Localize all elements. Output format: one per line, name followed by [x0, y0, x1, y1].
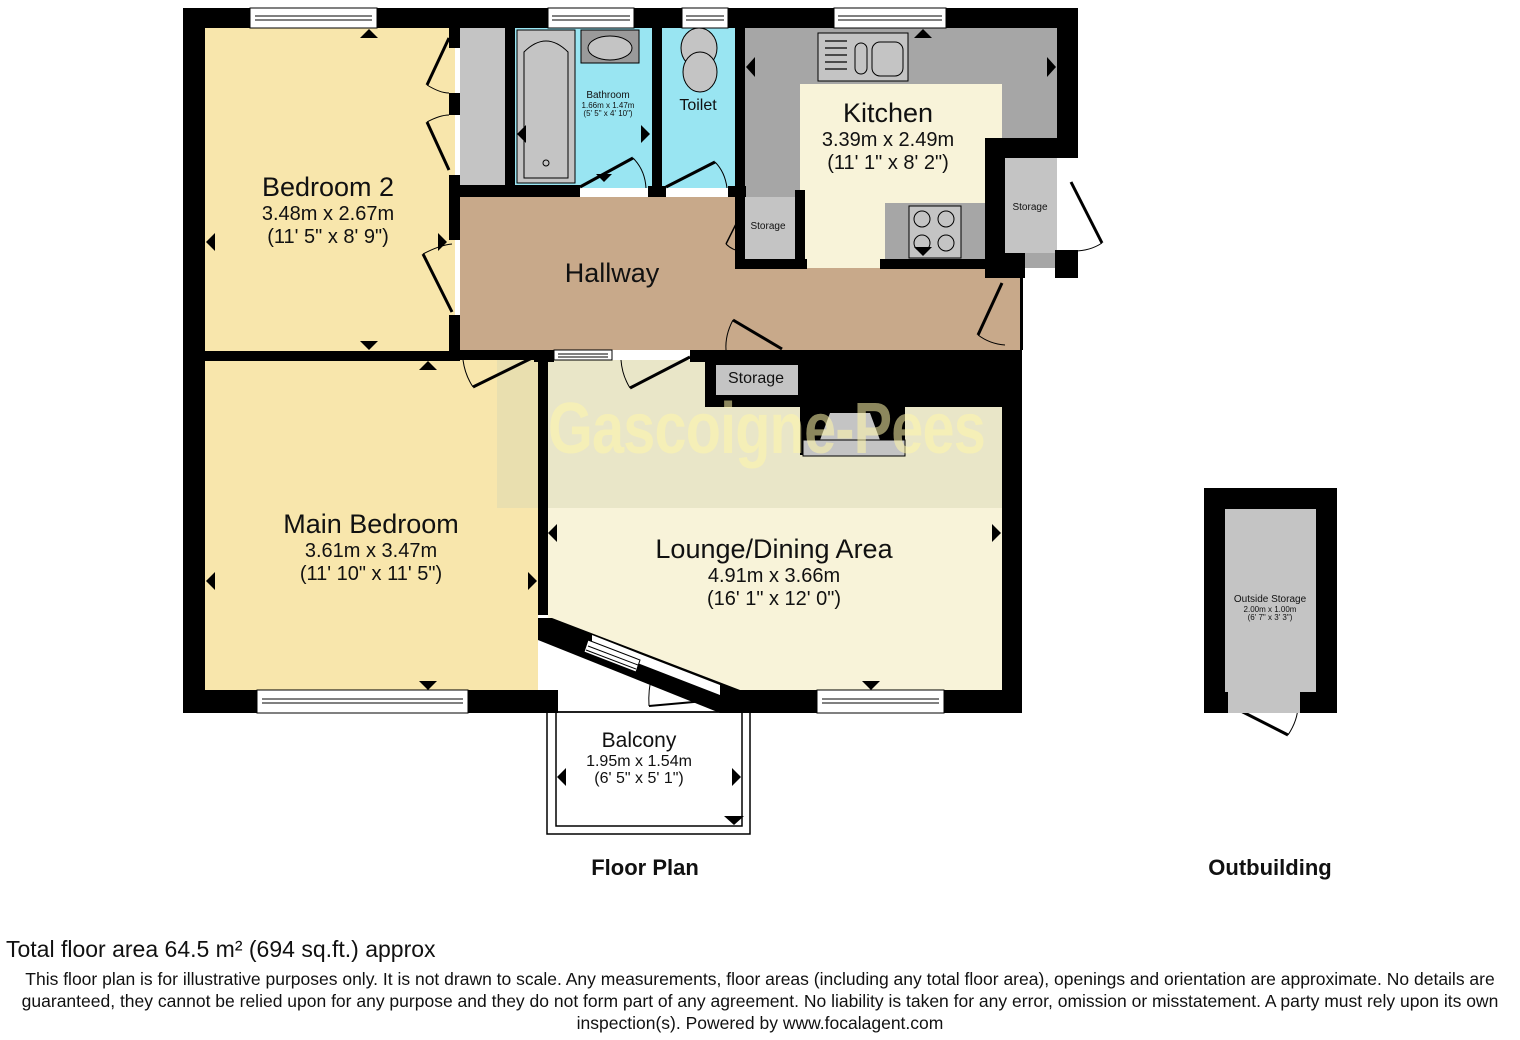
floor-plan-caption: Floor Plan: [591, 855, 699, 880]
room-main-bedroom: Main Bedroom 3.61m x 3.47m (11' 10" x 11…: [283, 509, 459, 586]
main-bedroom-floor: [205, 360, 538, 690]
hall-storage-floor: [745, 197, 795, 259]
room-dimension-metric: 3.39m x 2.49m: [821, 129, 955, 152]
room-name: Outside Storage: [1233, 594, 1307, 605]
room-name: Kitchen: [842, 98, 934, 128]
wardrobe: [460, 28, 506, 185]
outbuilding-caption: Outbuilding: [1208, 855, 1332, 880]
room-name: Hallway: [564, 258, 660, 288]
room-dimension-imperial: (11' 1" x 8' 2"): [827, 152, 949, 175]
room-name: Storage: [1012, 202, 1048, 213]
balcony-floor: [556, 640, 742, 826]
room-name: Main Bedroom: [283, 509, 459, 539]
watermark: Gascoigne-Pees: [548, 389, 986, 469]
room-name: Balcony: [601, 729, 677, 752]
outside-storage-floor: [1225, 509, 1316, 692]
room-name: Storage: [727, 370, 785, 387]
bath-drain-icon: [542, 159, 550, 167]
disclaimer-text: This floor plan is for illustrative purp…: [21, 969, 1499, 1033]
room-name: Lounge/Dining Area: [655, 534, 893, 564]
room-dimension-metric: 3.61m x 3.47m: [304, 540, 438, 563]
windows: [249, 7, 947, 714]
room-dimension-imperial: (5' 5" x 4' 10"): [583, 108, 633, 118]
hallway-floor: [460, 197, 1020, 350]
outbuilding-doorway: [1228, 692, 1300, 713]
total-floor-area: Total floor area 64.5 m² (694 sq.ft.) ap…: [6, 936, 436, 962]
room-dimension-metric: 2.00m x 1.00m: [1243, 604, 1297, 614]
room-dimension-imperial: (6' 7" x 3' 3"): [1247, 612, 1293, 622]
room-dimension-metric: 3.48m x 2.67m: [261, 203, 395, 226]
room-dimension-imperial: (6' 5" x 5' 1"): [594, 770, 684, 788]
bathtub-basin: [523, 40, 569, 179]
room-dimension-metric: 1.66m x 1.47m: [581, 100, 635, 110]
room-dimension-imperial: (16' 1" x 12' 0"): [706, 588, 842, 611]
hob-icon: [908, 205, 962, 259]
room-kitchen: Kitchen 3.39m x 2.49m (11' 1" x 8' 2"): [822, 98, 954, 175]
bedroom2-floor: [205, 28, 455, 351]
room-lounge-dining: Lounge/Dining Area 4.91m x 3.66m (16' 1"…: [655, 534, 892, 611]
kitchen-sink-icon: [817, 32, 909, 82]
fireplace-hearth: [820, 413, 880, 440]
room-bedroom-2: Bedroom 2 3.48m x 2.67m (11' 5" x 8' 9"): [262, 172, 394, 249]
kitchen-storage-floor: [1005, 158, 1057, 253]
room-name: Bathroom: [586, 90, 630, 101]
lounge-storage: [716, 365, 798, 395]
doors: [421, 37, 1299, 737]
fireplace-base: [802, 439, 906, 457]
room-dimension-metric: 4.91m x 3.66m: [707, 565, 841, 588]
balcony-outline-inner: [555, 711, 743, 827]
room-outside-storage: Outside Storage 2.00m x 1.00m (6' 7" x 3…: [1233, 594, 1307, 622]
room-bathroom: Bathroom 1.66m x 1.47m (5' 5" x 4' 10"): [581, 90, 635, 118]
room-hallway: Hallway: [565, 258, 660, 289]
room-balcony: Balcony 1.95m x 1.54m (6' 5" x 5' 1"): [586, 729, 692, 788]
room-dimension-imperial: (11' 5" x 8' 9"): [267, 226, 389, 249]
toilet-bowl-icon: [682, 51, 718, 93]
room-toilet: Toilet: [679, 97, 716, 115]
room-name: Bedroom 2: [261, 172, 395, 202]
room-storage-kitchen: Storage: [1012, 202, 1047, 214]
sink-drainer: [825, 40, 847, 70]
room-name: Storage: [750, 221, 786, 232]
room-storage-lounge: Storage: [728, 370, 784, 388]
room-dimension-metric: 1.95m x 1.54m: [586, 752, 692, 770]
room-dimension-imperial: (11' 10" x 11' 5"): [299, 563, 443, 586]
room-name: Toilet: [679, 97, 717, 114]
room-storage-hall: Storage: [750, 221, 785, 233]
dimension-arrows: [206, 29, 1056, 825]
